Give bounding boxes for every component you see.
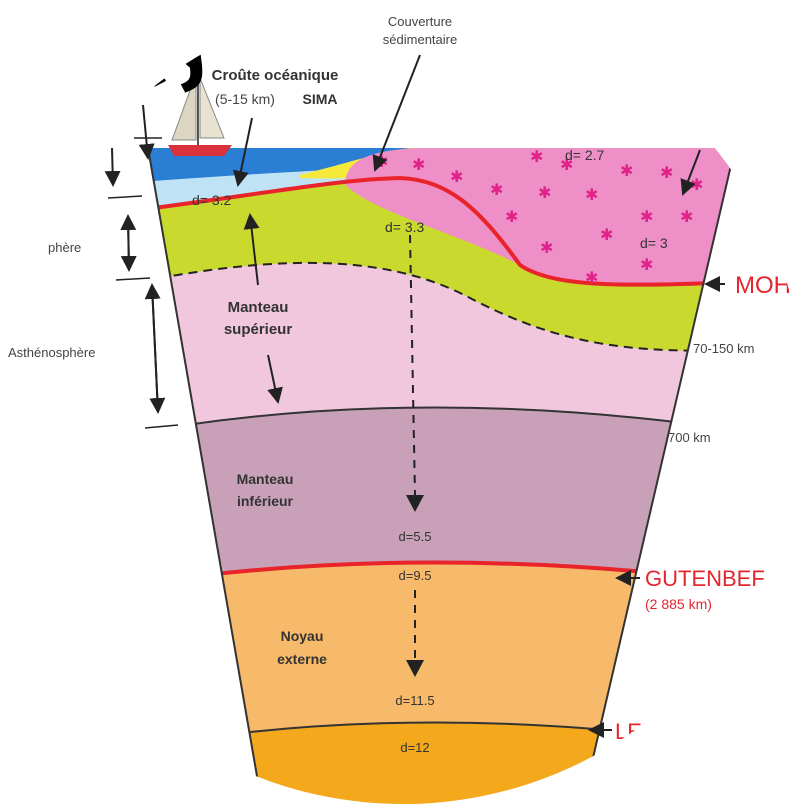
svg-text:✱: ✱ (540, 238, 553, 257)
croute-title: Croûte océanique (212, 67, 339, 84)
depth-700km: 700 km (668, 430, 711, 445)
lithosphere-label-partial: phère (48, 240, 81, 255)
svg-text:✱: ✱ (412, 155, 425, 174)
density-12: d=12 (400, 740, 429, 755)
lower-mantle-label-1: Manteau (237, 471, 294, 487)
svg-text:✱: ✱ (490, 180, 503, 199)
svg-text:✱: ✱ (585, 268, 598, 287)
density-95: d=9.5 (399, 568, 432, 583)
svg-text:✱: ✱ (600, 125, 613, 144)
svg-text:✱: ✱ (640, 207, 653, 226)
outer-core-label-1: Noyau (281, 628, 324, 644)
density-continent-deep: d= 3 (640, 235, 668, 251)
density-55: d=5.5 (399, 529, 432, 544)
svg-text:✱: ✱ (680, 207, 693, 226)
lehmann-label: LEHN (615, 719, 674, 744)
gutenberg-label: GUTENBEF (645, 566, 765, 591)
banner-right: nte (620, 0, 798, 90)
lower-mantle-label-2: inférieur (237, 493, 294, 509)
couverture-label-2: sédimentaire (383, 32, 457, 47)
moho-label: MOH (735, 272, 791, 299)
depth-lithosphere: 70-150 km (693, 341, 754, 356)
croute-range: (5-15 km) (215, 91, 275, 107)
svg-text:✱: ✱ (505, 207, 518, 226)
asthenosphere-label: Asthénosphère (8, 345, 95, 360)
croute-sima: SIMA (303, 91, 338, 107)
svg-text:✱: ✱ (640, 255, 653, 274)
couverture-label-1: Couverture (388, 14, 452, 29)
svg-text:✱: ✱ (530, 147, 543, 166)
upper-mantle-label-1: Manteau (228, 299, 289, 316)
svg-text:✱: ✱ (660, 163, 673, 182)
density-ocean: d= 3.2 (192, 192, 232, 208)
svg-text:✱: ✱ (585, 185, 598, 204)
gutenberg-depth: (2 885 km) (645, 596, 712, 612)
svg-text:✱: ✱ (538, 183, 551, 202)
density-115: d=11.5 (395, 693, 434, 708)
upper-mantle-label-2: supérieur (224, 321, 293, 338)
density-mantle-top: d= 3.3 (385, 219, 425, 235)
outer-core-label-2: externe (277, 651, 327, 667)
svg-text:✱: ✱ (450, 167, 463, 186)
svg-text:✱: ✱ (690, 175, 703, 194)
density-continent: d= 2.7 (565, 147, 605, 163)
svg-text:✱: ✱ (620, 161, 633, 180)
svg-text:✱: ✱ (600, 225, 613, 244)
lehmann-depth: (5 (618, 750, 631, 766)
